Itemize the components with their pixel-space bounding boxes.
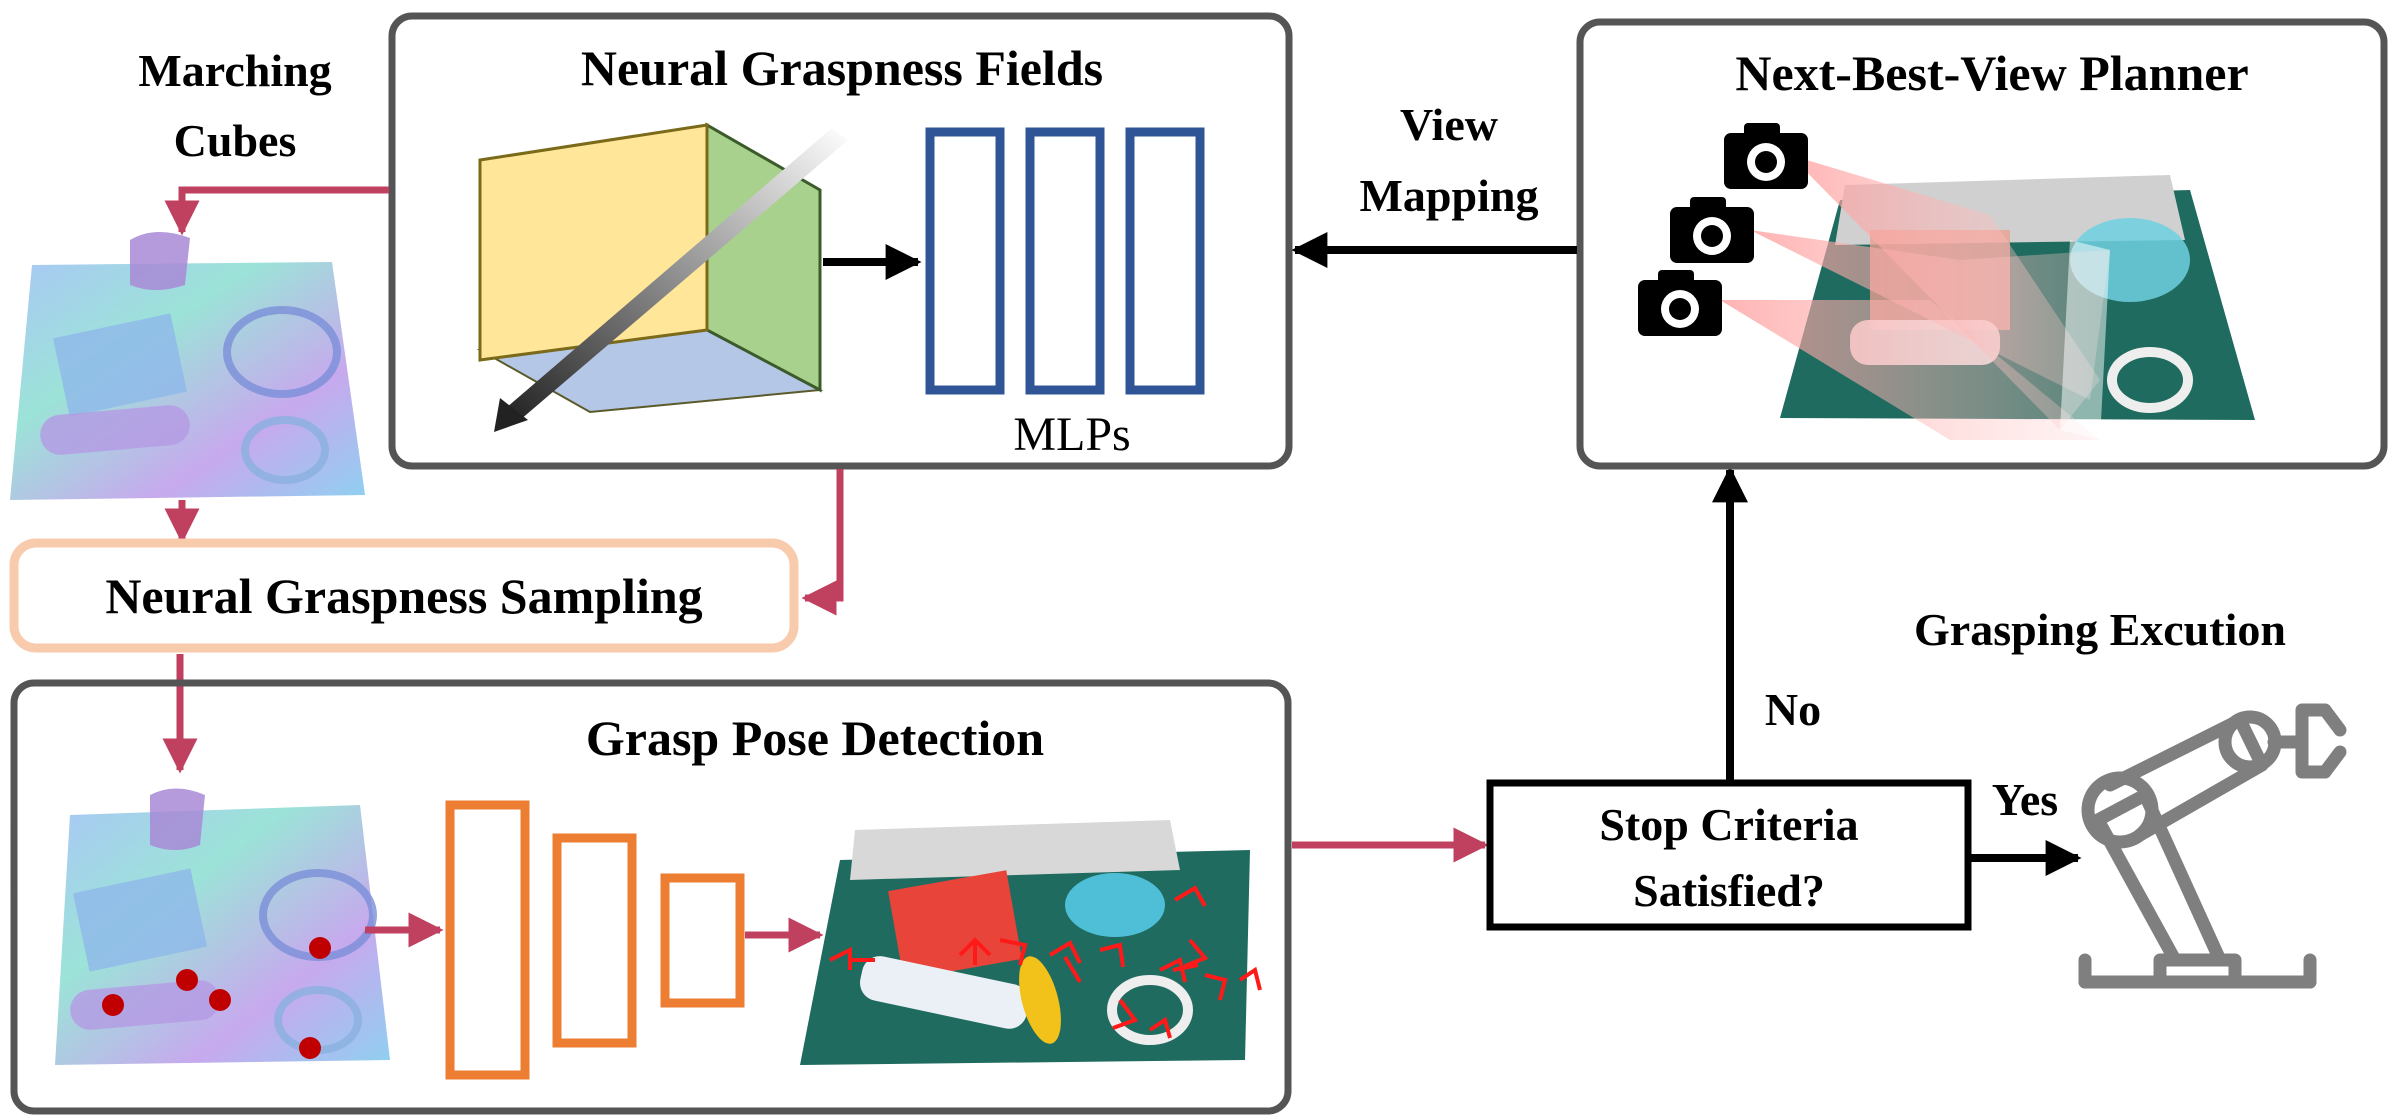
sampled-mesh-image xyxy=(55,788,390,1065)
ngf-frame xyxy=(388,12,1293,470)
ngf-title: Neural Graspness Fields xyxy=(581,40,1103,96)
marching-label-line1: Marching xyxy=(138,45,331,96)
nbv-title: Next-Best-View Planner xyxy=(1735,45,2248,101)
cube-icon xyxy=(476,122,824,414)
detector-layer-3 xyxy=(660,873,745,1008)
sampling-box xyxy=(9,538,799,653)
mlp-block-3 xyxy=(1125,127,1205,395)
stop-criteria-line2: Satisfied? xyxy=(1633,865,1825,916)
grasp-point-3 xyxy=(209,989,231,1011)
neural-graspness-fields-panel: Neural Graspness Fields MLPs xyxy=(388,12,1293,470)
mlp-block-1 xyxy=(925,127,1005,395)
camera-icon-1 xyxy=(1724,123,1808,189)
camera-icon-2 xyxy=(1670,197,1754,263)
grasp-point-4 xyxy=(102,994,124,1016)
reconstructed-mesh-image xyxy=(10,231,365,500)
view-mapping-line2: Mapping xyxy=(1360,170,1539,221)
yes-label: Yes xyxy=(1992,774,2058,825)
view-frustums xyxy=(1720,155,2110,440)
no-label: No xyxy=(1765,684,1821,735)
grasp-point-2 xyxy=(176,969,198,991)
detector-layer-1 xyxy=(445,800,530,1080)
detected-grasps-image xyxy=(800,820,1262,1065)
robot-arm-icon xyxy=(2078,703,2347,989)
ray-arrow-icon xyxy=(494,128,848,432)
camera-icon-3 xyxy=(1638,270,1722,336)
mlp-block-2 xyxy=(1025,127,1105,395)
grasping-label: Grasping Excution xyxy=(1914,604,2286,655)
grasp-point-5 xyxy=(299,1037,321,1059)
next-best-view-panel: Next-Best-View Planner xyxy=(1576,18,2388,470)
ngf-to-sampling-arrow xyxy=(801,469,844,616)
grasp-pose-detection-panel: Grasp Pose Detection xyxy=(10,679,1292,1115)
stop-criteria-line1: Stop Criteria xyxy=(1599,799,1858,850)
sampling-label: Neural Graspness Sampling xyxy=(105,568,702,624)
ngf-to-mesh-arrow xyxy=(164,186,389,236)
view-mapping-line1: View xyxy=(1400,99,1498,150)
detector-layer-2 xyxy=(552,833,637,1048)
mlps-label: MLPs xyxy=(1013,408,1130,461)
nbv-frame xyxy=(1576,18,2388,470)
detector-network xyxy=(445,800,745,1080)
gpd-title: Grasp Pose Detection xyxy=(586,710,1044,766)
grasp-point-1 xyxy=(309,937,331,959)
grasp-pose-markers xyxy=(829,885,1262,1039)
mlp-blocks xyxy=(925,127,1205,395)
gpd-frame xyxy=(10,679,1292,1115)
marching-label-line2: Cubes xyxy=(174,115,297,166)
